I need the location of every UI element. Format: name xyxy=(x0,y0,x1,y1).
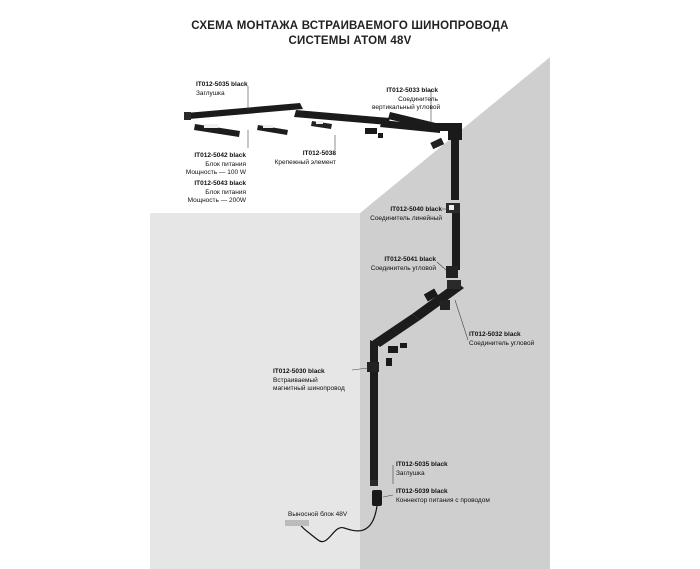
label-corner-connector-1: IT012-5041 black Соединитель угловой xyxy=(362,256,436,273)
diagram-title-line2: СИСТЕМЫ ATOM 48V xyxy=(288,35,412,47)
vertical-corner-connector xyxy=(430,123,462,150)
label-code: IT012-5041 black xyxy=(384,256,436,263)
label-line: Заглушка xyxy=(196,89,225,97)
label-line: Блок питания xyxy=(205,188,246,196)
label-line: вертикальный угловой xyxy=(372,104,441,112)
right-wall xyxy=(360,57,550,569)
label-power-200: IT012-5043 black Блок питания Мощность —… xyxy=(180,180,246,206)
label-code: IT012-5038 xyxy=(302,150,336,157)
label-power-connector: IT012-5039 black Коннектор питания с про… xyxy=(396,488,490,505)
label-mount-element: IT012-5038 Крепежный элемент xyxy=(268,150,336,167)
label-end-cap-bottom: IT012-5035 black Заглушка xyxy=(396,461,448,478)
corner-connector-1 xyxy=(423,266,458,302)
label-code: IT012-5032 black xyxy=(469,331,521,338)
end-cap-top xyxy=(184,112,191,120)
power-supply-units xyxy=(194,124,288,137)
label-code: IT012-5030 black xyxy=(273,368,325,375)
label-corner-vertical: IT012-5033 black Соединитель вертикальны… xyxy=(372,87,441,113)
label-code: IT012-5040 black xyxy=(390,206,442,213)
vertical-track-upper xyxy=(451,140,460,270)
remote-power-unit xyxy=(285,520,309,526)
label-end-cap-top: IT012-5035 black Заглушка xyxy=(196,81,248,98)
label-code: IT012-5035 black xyxy=(196,81,248,88)
label-track: IT012-5030 black Встраиваемый магнитный … xyxy=(273,368,345,394)
mount-element xyxy=(311,121,332,129)
label-line: Коннектор питания с проводом xyxy=(396,496,490,504)
label-code: IT012-5039 black xyxy=(396,488,448,495)
ceiling-edge xyxy=(150,40,550,213)
leader-lines xyxy=(247,86,469,498)
label-line: Соединитель угловой xyxy=(370,264,436,272)
label-linear-connector: IT012-5040 black Соединитель линейный xyxy=(366,206,442,223)
vertical-track-lower xyxy=(367,340,379,480)
power-connector xyxy=(370,480,382,506)
diagram-title-line1: СХЕМА МОНТАЖА ВСТРАИВАЕМОГО ШИНОПРОВОДА xyxy=(191,20,509,32)
label-code: IT012-5042 black xyxy=(194,152,246,159)
linear-connector xyxy=(446,203,460,213)
label-line: магнитный шинопровод xyxy=(273,385,345,393)
label-remote-unit: Выносной блок 48V xyxy=(288,511,348,518)
label-line: Мощность — 200W xyxy=(187,197,246,205)
label-corner-connector-2: IT012-5032 black Соединитель угловой xyxy=(469,331,534,348)
label-power-100: IT012-5042 black Блок питания Мощность —… xyxy=(180,152,246,178)
label-line: Соединитель угловой xyxy=(469,339,535,347)
diagonal-track xyxy=(372,282,464,347)
power-cable xyxy=(297,505,378,543)
label-line: Блок питания xyxy=(205,160,246,168)
label-line: Крепежный элемент xyxy=(274,158,336,166)
spot-lights-mid xyxy=(386,343,407,366)
spot-lights-top xyxy=(365,128,383,138)
label-code: IT012-5043 black xyxy=(194,180,246,187)
ceiling-track xyxy=(186,103,440,133)
label-line: Соединитель линейный xyxy=(370,214,442,222)
label-line: Встраиваемый xyxy=(273,376,318,384)
left-wall xyxy=(150,213,360,569)
label-code: IT012-5033 black xyxy=(386,87,438,94)
label-line: Мощность — 100 W xyxy=(185,169,246,177)
label-line: Заглушка xyxy=(396,469,425,477)
corner-connector-2 xyxy=(440,280,461,310)
label-code: IT012-5035 black xyxy=(396,461,448,468)
label-line: Соединитель xyxy=(398,95,438,103)
